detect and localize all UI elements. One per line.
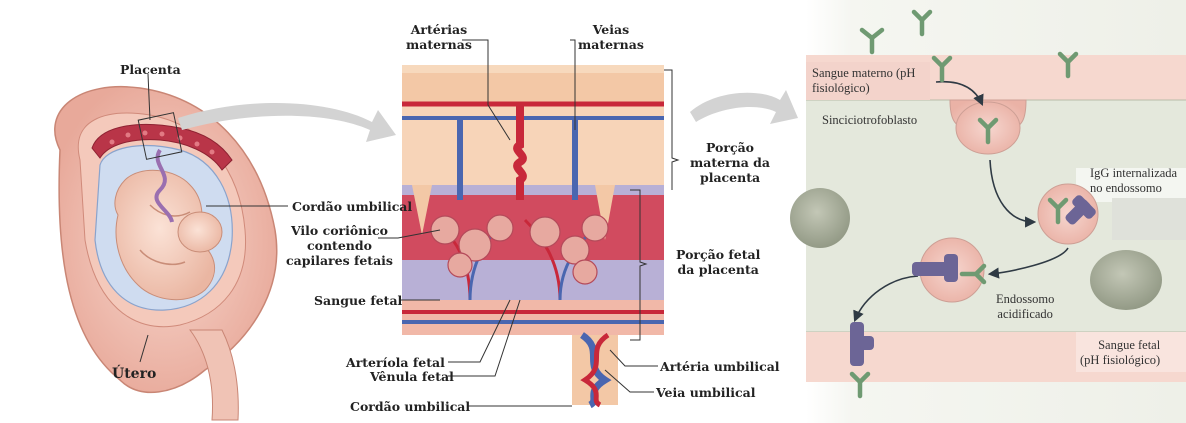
label-veia-umbilical: Veia umbilical <box>656 385 755 400</box>
label-igg-internalizada: IgG internalizada no endossomo <box>1090 166 1177 196</box>
label-cordao-umbilical-left: Cordão umbilical <box>292 199 412 214</box>
uterus-illustration <box>55 87 277 420</box>
label-cordao-umbilical-middle: Cordão umbilical <box>350 399 470 414</box>
label-arterias-maternas: Artérias maternas <box>406 22 472 52</box>
label-porcao-fetal: Porção fetal da placenta <box>676 247 760 277</box>
label-vilo-corionico: Vilo coriônico contendo capilares fetais <box>286 223 393 268</box>
label-sinciciotrofoblasto: Sinciciotrofoblasto <box>822 113 917 128</box>
label-sangue-fetal-right: Sangue fetal (pH fisiológico) <box>1080 338 1160 368</box>
label-placenta: Placenta <box>120 62 181 77</box>
label-arteriola-fetal: Arteríola fetal <box>346 355 445 370</box>
label-sangue-materno: Sangue materno (pH fisiológico) <box>812 66 915 96</box>
label-porcao-materna: Porção materna da placenta <box>690 140 770 185</box>
label-endossomo-acidificado: Endossomo acidificado <box>996 292 1054 322</box>
label-sangue-fetal-middle: Sangue fetal <box>314 293 402 308</box>
label-veias-maternas: Veias maternas <box>578 22 644 52</box>
label-venula-fetal: Vênula fetal <box>370 369 454 384</box>
label-utero: Útero <box>112 367 156 382</box>
placenta-section <box>402 65 664 405</box>
label-arteria-umbilical: Artéria umbilical <box>660 359 780 374</box>
